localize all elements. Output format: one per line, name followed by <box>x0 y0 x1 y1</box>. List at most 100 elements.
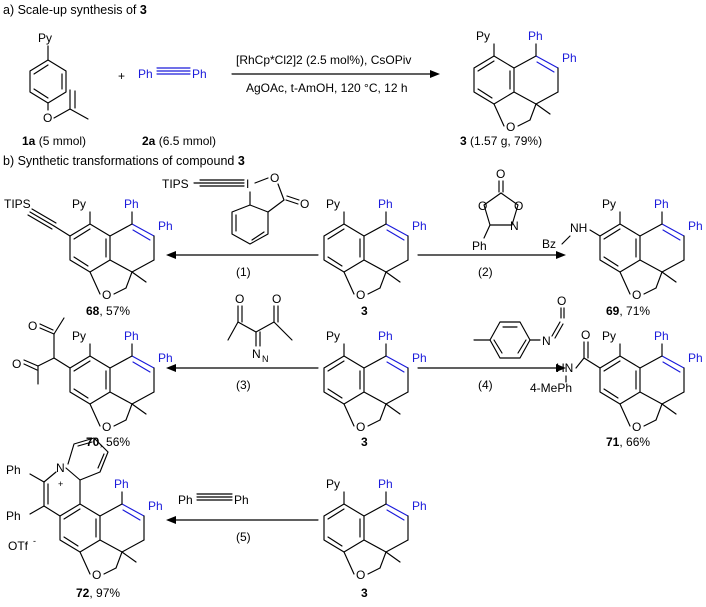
compound-3-label-row3: 3 <box>361 586 368 600</box>
svg-text:+: + <box>58 479 63 489</box>
reagent-3-diazo-diketone: O N N O <box>227 292 293 364</box>
product-69-caption: 69, 71% <box>606 304 650 318</box>
svg-text:Ph: Ph <box>234 493 249 507</box>
svg-text:Ph: Ph <box>472 239 487 253</box>
product-71-structure: Py Ph Ph O O HN 4-MePh <box>530 328 703 434</box>
svg-text:Ph: Ph <box>688 219 703 233</box>
svg-text:Py: Py <box>602 329 616 343</box>
svg-text:Ph: Ph <box>178 493 193 507</box>
svg-text:Ph: Ph <box>124 329 139 343</box>
svg-text:O: O <box>514 199 523 213</box>
svg-text:Ph: Ph <box>688 351 703 365</box>
svg-text:4-MePh: 4-MePh <box>530 381 572 395</box>
conditions-line-2: AgOAc, t-AmOH, 120 °C, 12 h <box>246 81 408 95</box>
svg-text:O: O <box>632 288 641 302</box>
svg-text:Ph: Ph <box>192 67 207 81</box>
svg-text:Ph: Ph <box>562 51 577 65</box>
svg-text:Py: Py <box>38 31 52 45</box>
reagent-1a-structure: Py O <box>29 31 89 125</box>
svg-text:O: O <box>581 328 590 342</box>
svg-text:O: O <box>506 120 515 134</box>
svg-text:-: - <box>33 536 36 546</box>
svg-text:N: N <box>510 219 519 233</box>
product-72-caption: 72, 97% <box>76 586 120 600</box>
svg-text:O: O <box>300 197 309 211</box>
svg-text:Ph: Ph <box>158 219 173 233</box>
svg-text:Ph: Ph <box>158 351 173 365</box>
svg-text:O: O <box>272 292 281 306</box>
compound-3-row1: Py Ph Ph O <box>323 197 427 302</box>
svg-text:O: O <box>356 288 365 302</box>
reagent-2-dioxazolone: O O O N Ph <box>472 167 523 253</box>
svg-text:O: O <box>102 288 111 302</box>
reagent-1a-caption: 1a (5 mmol) <box>22 134 86 148</box>
product-68-caption: 68, 57% <box>86 304 130 318</box>
svg-text:HN: HN <box>556 361 573 375</box>
compound-3-label-row2: 3 <box>361 435 368 449</box>
product-3-structure: Py Ph Ph O <box>473 29 577 134</box>
svg-text:Ph: Ph <box>6 509 21 523</box>
compound-3-label-row1: 3 <box>361 304 368 318</box>
svg-text:Py: Py <box>602 197 616 211</box>
reagent-4-isocyanate: N O <box>473 294 566 359</box>
product-72-structure: Ph Ph O N + Ph Ph OTf - <box>6 437 163 582</box>
svg-text:Py: Py <box>326 329 340 343</box>
svg-text:Py: Py <box>326 477 340 491</box>
svg-text:Ph: Ph <box>412 351 427 365</box>
svg-text:Ph: Ph <box>412 219 427 233</box>
svg-text:Ph: Ph <box>114 477 129 491</box>
step-3-label: (3) <box>236 378 251 392</box>
svg-text:O: O <box>92 568 101 582</box>
product-3-caption: 3 (1.57 g, 79%) <box>460 134 542 148</box>
svg-text:Ph: Ph <box>378 197 393 211</box>
svg-text:Ph: Ph <box>528 29 543 43</box>
svg-text:O: O <box>557 294 566 308</box>
svg-text:Py: Py <box>476 29 490 43</box>
step-1-label: (1) <box>236 265 251 279</box>
svg-text:TIPS: TIPS <box>162 177 189 191</box>
svg-text:O: O <box>12 357 21 371</box>
reagent-2a-caption: 2a (6.5 mmol) <box>142 134 216 148</box>
svg-text:O: O <box>356 420 365 434</box>
svg-text:O: O <box>356 568 365 582</box>
svg-text:O: O <box>28 319 37 333</box>
reagent-5-diphenylacetylene: Ph Ph <box>178 493 249 507</box>
svg-text:Py: Py <box>72 329 86 343</box>
svg-text:N: N <box>56 461 65 475</box>
compound-3-row3: Py Ph Ph O <box>323 477 427 582</box>
step-4-label: (4) <box>478 378 493 392</box>
svg-text:Py: Py <box>72 197 86 211</box>
product-68-structure: Py Ph Ph O TIPS <box>4 197 173 302</box>
section-b-title: b) Synthetic transformations of compound… <box>3 154 245 168</box>
svg-text:N: N <box>262 354 269 364</box>
plus-sign: + <box>118 69 125 83</box>
reagent-1-tips-ebx: TIPS I O O <box>162 171 309 245</box>
conditions-line-1: [RhCp*Cl2]2 (2.5 mol%), CsOPiv <box>236 53 411 67</box>
svg-text:O: O <box>496 167 505 181</box>
svg-text:Bz: Bz <box>542 237 556 251</box>
step-2-label: (2) <box>478 265 493 279</box>
svg-text:TIPS: TIPS <box>4 197 31 211</box>
svg-text:O: O <box>102 420 111 434</box>
product-69-structure: Py Ph Ph O NH Bz <box>542 197 703 302</box>
svg-text:NH: NH <box>570 221 587 235</box>
svg-text:O: O <box>270 171 279 185</box>
svg-text:OTf: OTf <box>8 539 29 553</box>
reagent-2a-structure: Ph Ph <box>138 67 207 81</box>
product-71-caption: 71, 66% <box>606 435 650 449</box>
step-5-label: (5) <box>236 530 251 544</box>
compound-3-row2: Py Ph Ph O <box>323 329 427 434</box>
svg-text:O: O <box>478 199 487 213</box>
svg-text:Ph: Ph <box>6 463 21 477</box>
svg-text:N: N <box>542 334 551 348</box>
svg-text:Ph: Ph <box>378 477 393 491</box>
svg-text:Ph: Ph <box>124 197 139 211</box>
product-70-caption: 70, 56% <box>86 435 130 449</box>
svg-text:N: N <box>252 347 261 361</box>
svg-text:O: O <box>43 111 52 125</box>
svg-text:Ph: Ph <box>654 329 669 343</box>
section-a-title: a) Scale-up synthesis of 3 <box>3 3 147 17</box>
svg-text:Ph: Ph <box>148 499 163 513</box>
svg-text:Ph: Ph <box>138 67 153 81</box>
